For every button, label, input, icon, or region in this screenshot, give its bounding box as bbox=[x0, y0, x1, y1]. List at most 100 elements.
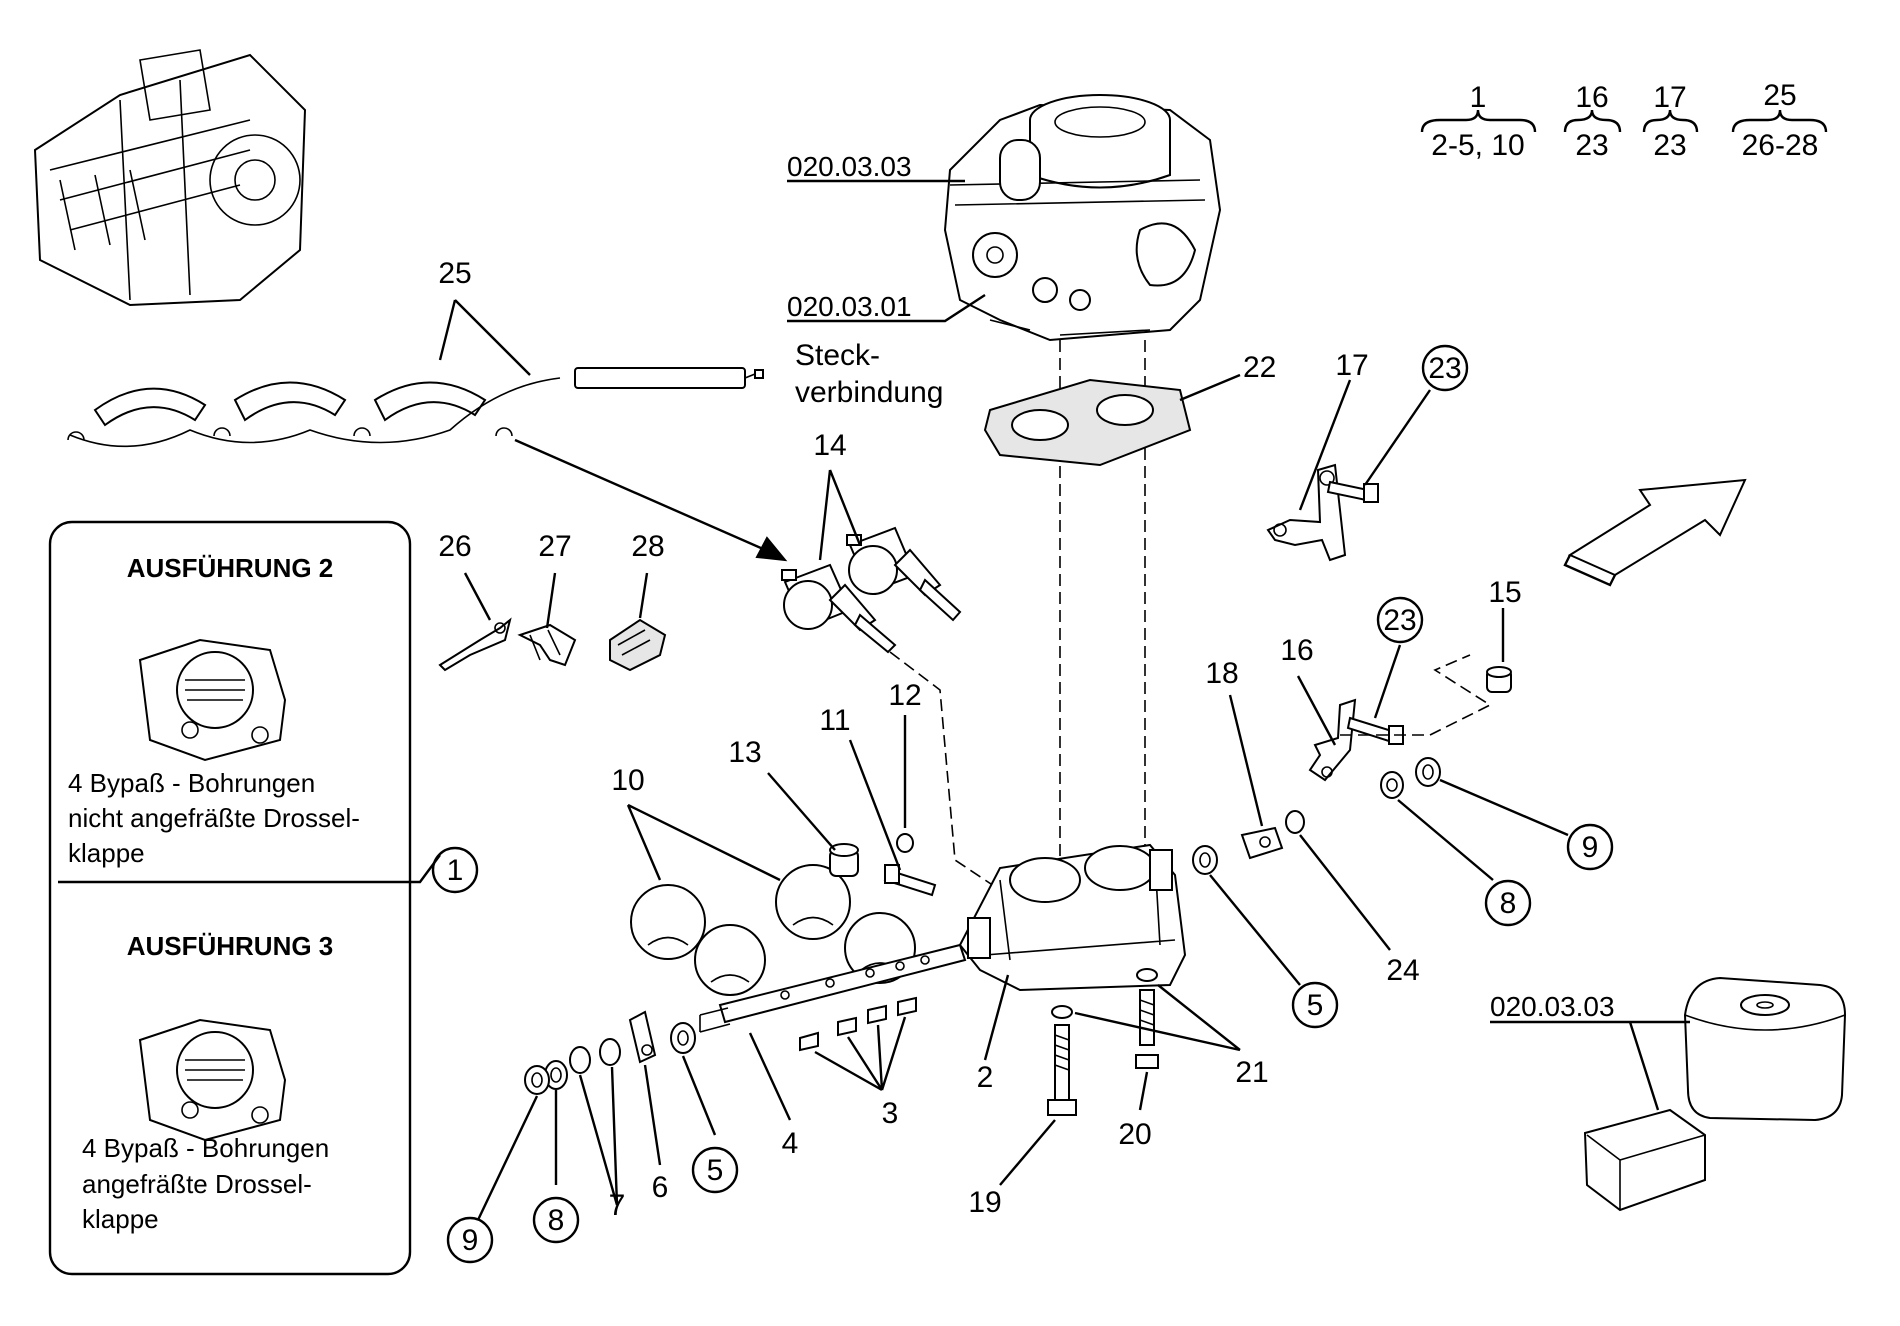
throttle-body-variant-3 bbox=[138, 1018, 287, 1142]
stud-part-20 bbox=[1135, 968, 1159, 1069]
lever-part-18 bbox=[1240, 826, 1284, 860]
leader-17 bbox=[1298, 379, 1352, 511]
callout-28: 28 bbox=[631, 530, 664, 563]
leader-9-left bbox=[476, 1095, 539, 1221]
legend-top: 17 bbox=[1653, 81, 1686, 114]
washer-part-5-right bbox=[1192, 845, 1218, 875]
callout-21: 21 bbox=[1235, 1056, 1268, 1089]
callout-12: 12 bbox=[888, 679, 921, 712]
callout-24: 24 bbox=[1386, 954, 1419, 987]
callout-1-circle bbox=[431, 846, 479, 894]
callout-5-left: 5 bbox=[707, 1154, 724, 1187]
leader-3 bbox=[814, 1016, 907, 1092]
variant-2-line1: 4 Bypaß - Bohrungen bbox=[68, 768, 315, 798]
bolt-part-19 bbox=[1047, 1005, 1077, 1116]
callout-5-right: 5 bbox=[1307, 989, 1324, 1022]
callout-23-lower-circle bbox=[1376, 596, 1424, 644]
variant-panel bbox=[48, 520, 412, 1276]
legend-top: 25 bbox=[1763, 79, 1796, 112]
variant-3-title: AUSFÜHRUNG 3 bbox=[127, 931, 334, 961]
engine-thumbnail bbox=[33, 49, 307, 307]
callout-15: 15 bbox=[1488, 576, 1521, 609]
callout-11: 11 bbox=[819, 704, 850, 737]
leader-4 bbox=[748, 1032, 792, 1121]
leader-21 bbox=[1074, 984, 1241, 1052]
ref-label: 020.03.03 bbox=[787, 151, 912, 182]
leader-28 bbox=[638, 572, 649, 619]
carburetor-assembly bbox=[943, 94, 1222, 342]
kit-box-large bbox=[1683, 976, 1847, 1122]
bolt-part-23-upper bbox=[1326, 480, 1379, 503]
throttle-body-variant-2 bbox=[138, 638, 287, 762]
bolt-part-23-lower bbox=[1346, 716, 1404, 745]
callout-1: 1 bbox=[447, 854, 464, 887]
leader-19 bbox=[999, 1119, 1056, 1186]
callout-9-left-circle bbox=[446, 1216, 494, 1264]
callout-9-left: 9 bbox=[462, 1224, 479, 1257]
connector-note-line2: verbindung bbox=[795, 376, 943, 409]
callout-20: 20 bbox=[1118, 1118, 1151, 1151]
callout-9-right: 9 bbox=[1582, 831, 1599, 864]
legend-bottom: 23 bbox=[1653, 129, 1686, 162]
lever-part-6 bbox=[628, 1010, 657, 1064]
ref-label: 020.03.01 bbox=[787, 291, 912, 322]
legend-group-2: 16 23 bbox=[1563, 81, 1622, 162]
leader-22 bbox=[1179, 373, 1241, 402]
leader-11 bbox=[848, 739, 902, 871]
solenoid-valves-part-14 bbox=[781, 526, 962, 654]
throttle-shaft-part-4 bbox=[699, 943, 967, 1033]
callout-27: 27 bbox=[538, 530, 571, 563]
connector-part-28 bbox=[609, 618, 667, 672]
callout-2: 2 bbox=[977, 1061, 994, 1094]
direction-arrow-icon bbox=[1563, 478, 1747, 587]
leader-13 bbox=[767, 772, 836, 851]
variant-2-title: AUSFÜHRUNG 2 bbox=[127, 553, 334, 583]
legend-group-1: 1 2-5, 10 bbox=[1420, 81, 1537, 162]
connector-part-26 bbox=[438, 617, 512, 672]
callout-26: 26 bbox=[438, 530, 471, 563]
legend-top: 1 bbox=[1470, 81, 1487, 114]
leader-14 bbox=[818, 469, 862, 561]
legend-group-3: 17 23 bbox=[1642, 81, 1699, 162]
callout-25: 25 bbox=[438, 257, 471, 290]
screws-part-3 bbox=[799, 996, 917, 1052]
legend-bottom: 23 bbox=[1575, 129, 1608, 162]
leader-26 bbox=[463, 572, 492, 621]
leader-8-right bbox=[1397, 799, 1494, 881]
leader-ref-3 bbox=[1490, 1020, 1690, 1111]
callout-8-left: 8 bbox=[548, 1204, 565, 1237]
connector-note-line1: Steck- bbox=[795, 339, 880, 372]
washer-part-8-right bbox=[1380, 771, 1404, 799]
callout-5-left-circle bbox=[691, 1146, 739, 1194]
ref-label: 020.03.03 bbox=[1490, 991, 1615, 1022]
leader-24 bbox=[1299, 834, 1391, 951]
callout-7: 7 bbox=[609, 1189, 626, 1222]
leader-ref-2 bbox=[787, 293, 986, 323]
connector-part-27 bbox=[517, 623, 577, 667]
variant-3-line3: klappe bbox=[82, 1204, 159, 1234]
leader-10 bbox=[626, 803, 781, 882]
connection-arrow bbox=[514, 438, 771, 554]
callout-18: 18 bbox=[1205, 657, 1238, 690]
callout-23-upper: 23 bbox=[1428, 352, 1461, 385]
leader-23-upper bbox=[1364, 389, 1431, 486]
nut-part-9-left bbox=[524, 1065, 550, 1095]
kit-box-small bbox=[1583, 1108, 1706, 1212]
leader-9-right bbox=[1439, 778, 1569, 837]
callout-19: 19 bbox=[968, 1186, 1001, 1219]
callout-4: 4 bbox=[782, 1127, 799, 1160]
wire-harness-part-25 bbox=[67, 367, 764, 448]
callout-5-right-circle bbox=[1291, 981, 1339, 1029]
leader-5-left bbox=[681, 1055, 717, 1136]
leader-25 bbox=[438, 299, 531, 376]
variant-2-line3: klappe bbox=[68, 838, 145, 868]
leader-16 bbox=[1296, 675, 1337, 746]
leader-18 bbox=[1228, 694, 1264, 827]
leader-5-right bbox=[1209, 874, 1301, 986]
leader-6 bbox=[643, 1064, 662, 1166]
callout-3: 3 bbox=[882, 1097, 899, 1130]
callout-8-right-circle bbox=[1484, 879, 1532, 927]
washer-part-5-left bbox=[670, 1022, 696, 1054]
callout-13: 13 bbox=[728, 736, 761, 769]
